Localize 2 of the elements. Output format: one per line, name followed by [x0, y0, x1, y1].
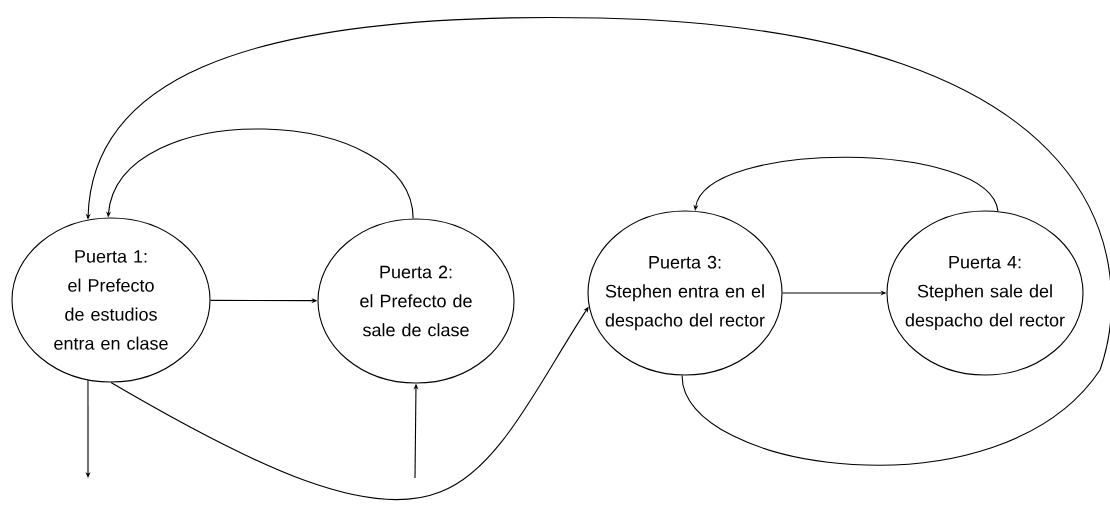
arrow	[106, 128, 414, 220]
arrow	[693, 156, 999, 212]
